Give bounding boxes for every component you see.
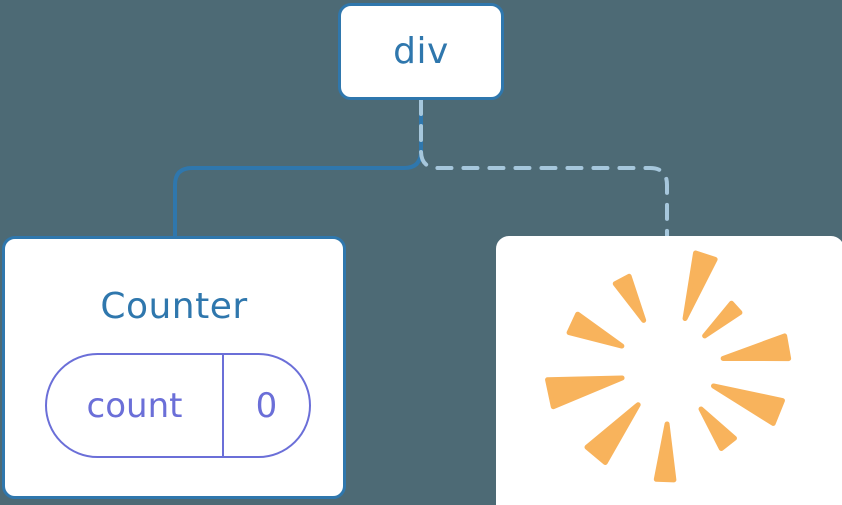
burst-ray-8 [566, 311, 625, 349]
node-counter-label: Counter [100, 286, 248, 327]
node-burst-highlight[interactable] [496, 236, 842, 505]
state-pill-count[interactable]: count 0 [45, 353, 311, 458]
state-pill-value: 0 [255, 385, 278, 426]
node-div-label: div [393, 30, 449, 72]
burst-ray-4 [698, 406, 737, 452]
node-div[interactable]: div [338, 3, 504, 100]
burst-ray-7 [545, 375, 625, 410]
burst-ray-9 [612, 273, 647, 323]
burst-ray-6 [584, 402, 641, 466]
state-pill-key: count [47, 355, 224, 456]
burst-ray-0 [682, 250, 718, 322]
edge-div-to-burst [419, 98, 669, 240]
burst-ray-1 [702, 300, 743, 339]
edge-div-to-counter [173, 98, 423, 239]
sparkle-burst-icon [545, 250, 792, 483]
burst-ray-5 [653, 421, 677, 483]
node-counter[interactable]: Counter count 0 [2, 236, 346, 499]
burst-ray-3 [711, 383, 785, 426]
burst-ray-2 [720, 333, 792, 362]
